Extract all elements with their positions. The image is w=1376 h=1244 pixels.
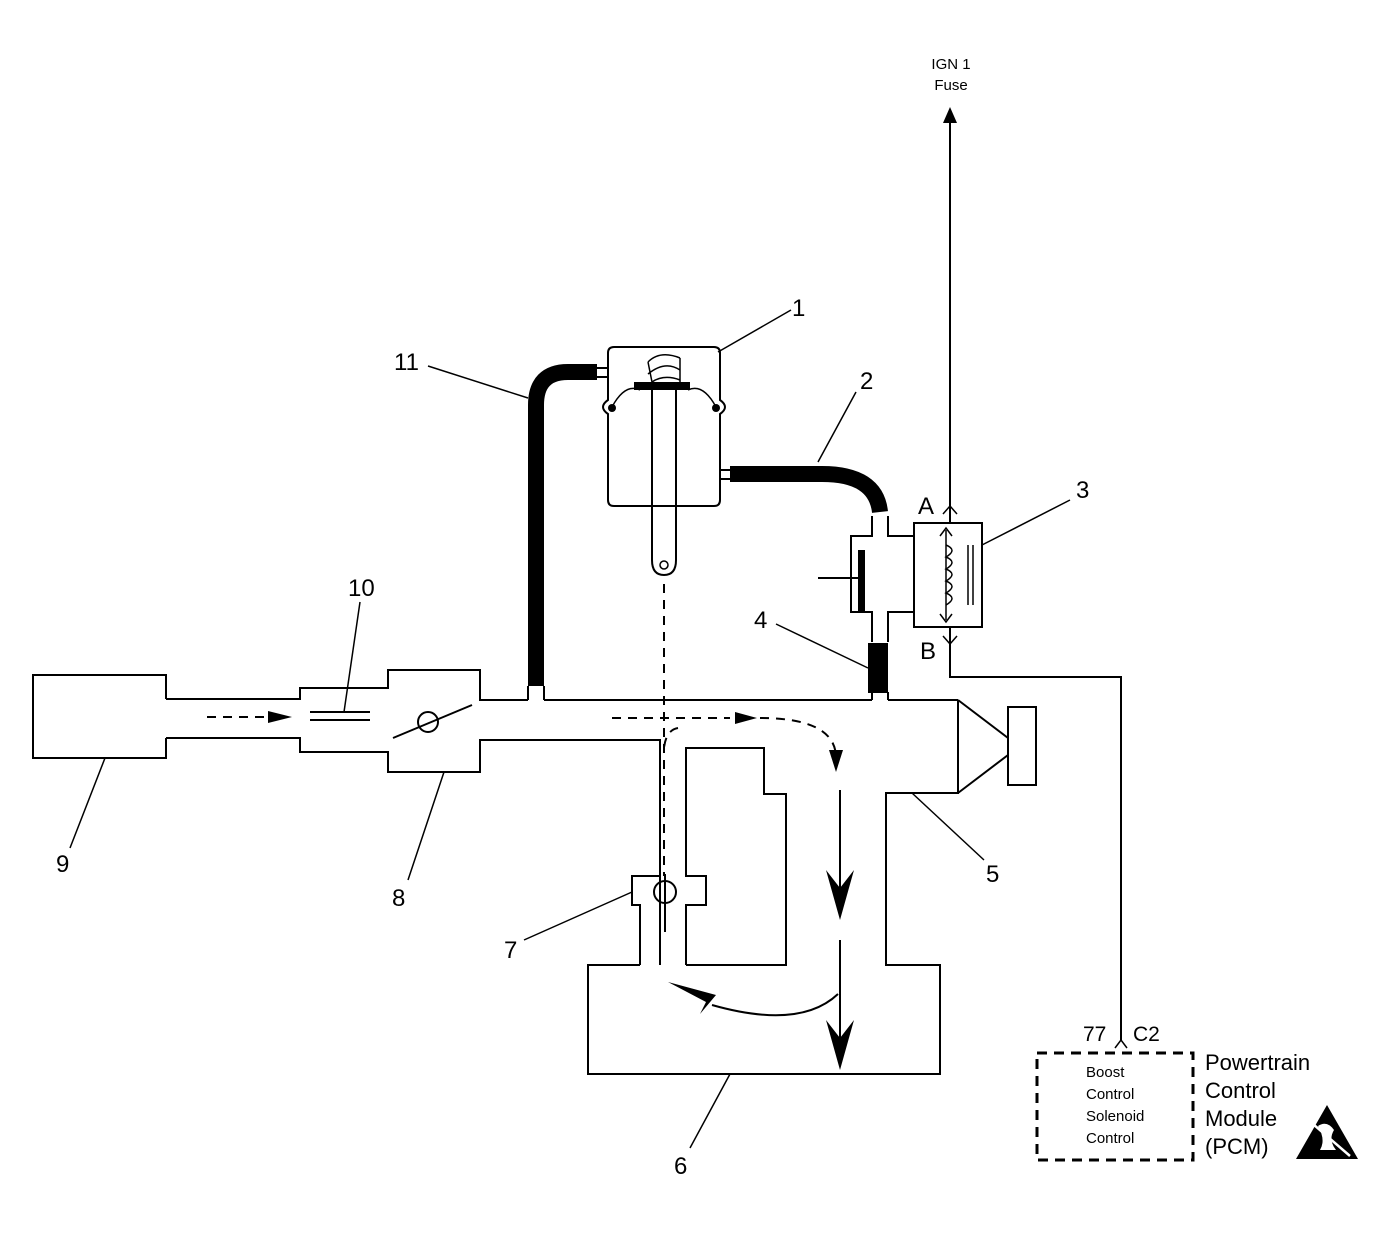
air-cleaner-box: [32, 674, 167, 759]
wastegate-body: [631, 875, 660, 965]
callout-6-leader: [689, 1073, 731, 1149]
callout-9-leader: [69, 757, 106, 849]
pcm-function-line-4: Control: [1086, 1130, 1134, 1147]
callout-3: 3: [1076, 477, 1089, 504]
pcm-function-line-2: Control: [1086, 1086, 1134, 1103]
exhaust-return-flow-line: [711, 993, 839, 1017]
ign-fuse-label-line1: IGN 1: [931, 56, 970, 73]
callout-3-leader: [981, 499, 1071, 546]
hose-2: [730, 466, 888, 514]
exhaust-flow-arrow-upper-icon: [826, 870, 854, 920]
solenoid-pin-a-label: A: [918, 493, 934, 520]
intake-duct-lower: [166, 737, 661, 965]
solenoid-pin-b-label: B: [920, 638, 936, 665]
airflow-intake-arrow-icon: [268, 711, 292, 723]
callout-4-leader: [775, 623, 869, 669]
pcm-module: 77 C2 Boost Control Solenoid Control Pow…: [1035, 1023, 1358, 1162]
callout-11-leader: [427, 365, 529, 399]
pcm-function-line-3: Solenoid: [1086, 1108, 1144, 1125]
pcm-internal-circuit-box: [1035, 1051, 1195, 1162]
callout-6: 6: [674, 1153, 687, 1180]
exhaust-flow-arrow-lower-icon: [826, 1020, 854, 1070]
esd-warning-icon: [1296, 1105, 1358, 1159]
throttle-plate: [392, 704, 473, 739]
callout-11: 11: [394, 349, 419, 376]
pcm-function-line-1: Boost: [1086, 1064, 1125, 1081]
callout-8-leader: [407, 771, 445, 881]
pcm-pin-connector: [1114, 1038, 1128, 1049]
callout-9: 9: [56, 851, 69, 878]
ign-feed-arrow-icon: [943, 107, 957, 123]
hose-4: [868, 643, 888, 693]
pcm-control-wire: [949, 644, 1122, 1040]
airflow-turn-arrow-icon: [829, 750, 843, 772]
pcm-name-line-3: Module: [1205, 1106, 1277, 1131]
pcm-pin-number: 77: [1083, 1023, 1106, 1046]
callout-5: 5: [986, 861, 999, 888]
pcm-name-line-2: Control: [1205, 1078, 1276, 1103]
callout-2: 2: [860, 368, 873, 395]
exhaust-return-arrow-icon: [668, 982, 716, 1014]
airflow-turn-dashed: [759, 717, 837, 757]
airflow-pipe-arrow-icon: [735, 712, 757, 724]
hose-11: [528, 364, 597, 686]
callout-5-leader: [911, 792, 985, 861]
callout-7: 7: [504, 937, 517, 964]
intake-duct-upper: [166, 669, 528, 701]
pcm-name-line-1: Powertrain: [1205, 1050, 1310, 1075]
turbocharger: [587, 699, 1037, 1075]
ign-fuse-label-line2: Fuse: [934, 77, 967, 94]
callout-2-leader: [817, 391, 857, 463]
callout-4: 4: [754, 607, 767, 634]
boost-control-solenoid: [818, 516, 983, 642]
actuator-diaphragm-plate: [634, 382, 690, 390]
callout-10-leader: [343, 601, 361, 713]
callout-10: 10: [348, 575, 375, 602]
pcm-connector-label: C2: [1133, 1023, 1160, 1046]
wastegate-actuator: [602, 346, 726, 577]
pcm-name-line-4: (PCM): [1205, 1134, 1269, 1159]
callout-1-leader: [717, 309, 792, 353]
actuator-link-curve: [663, 727, 679, 749]
callout-7-leader: [523, 891, 633, 941]
inner-passage-wall: [685, 747, 787, 966]
callout-8: 8: [392, 885, 405, 912]
callout-1: 1: [792, 295, 805, 322]
throttle-shaft: [417, 711, 439, 733]
ign1-fuse-feed: IGN 1 Fuse: [931, 56, 971, 506]
